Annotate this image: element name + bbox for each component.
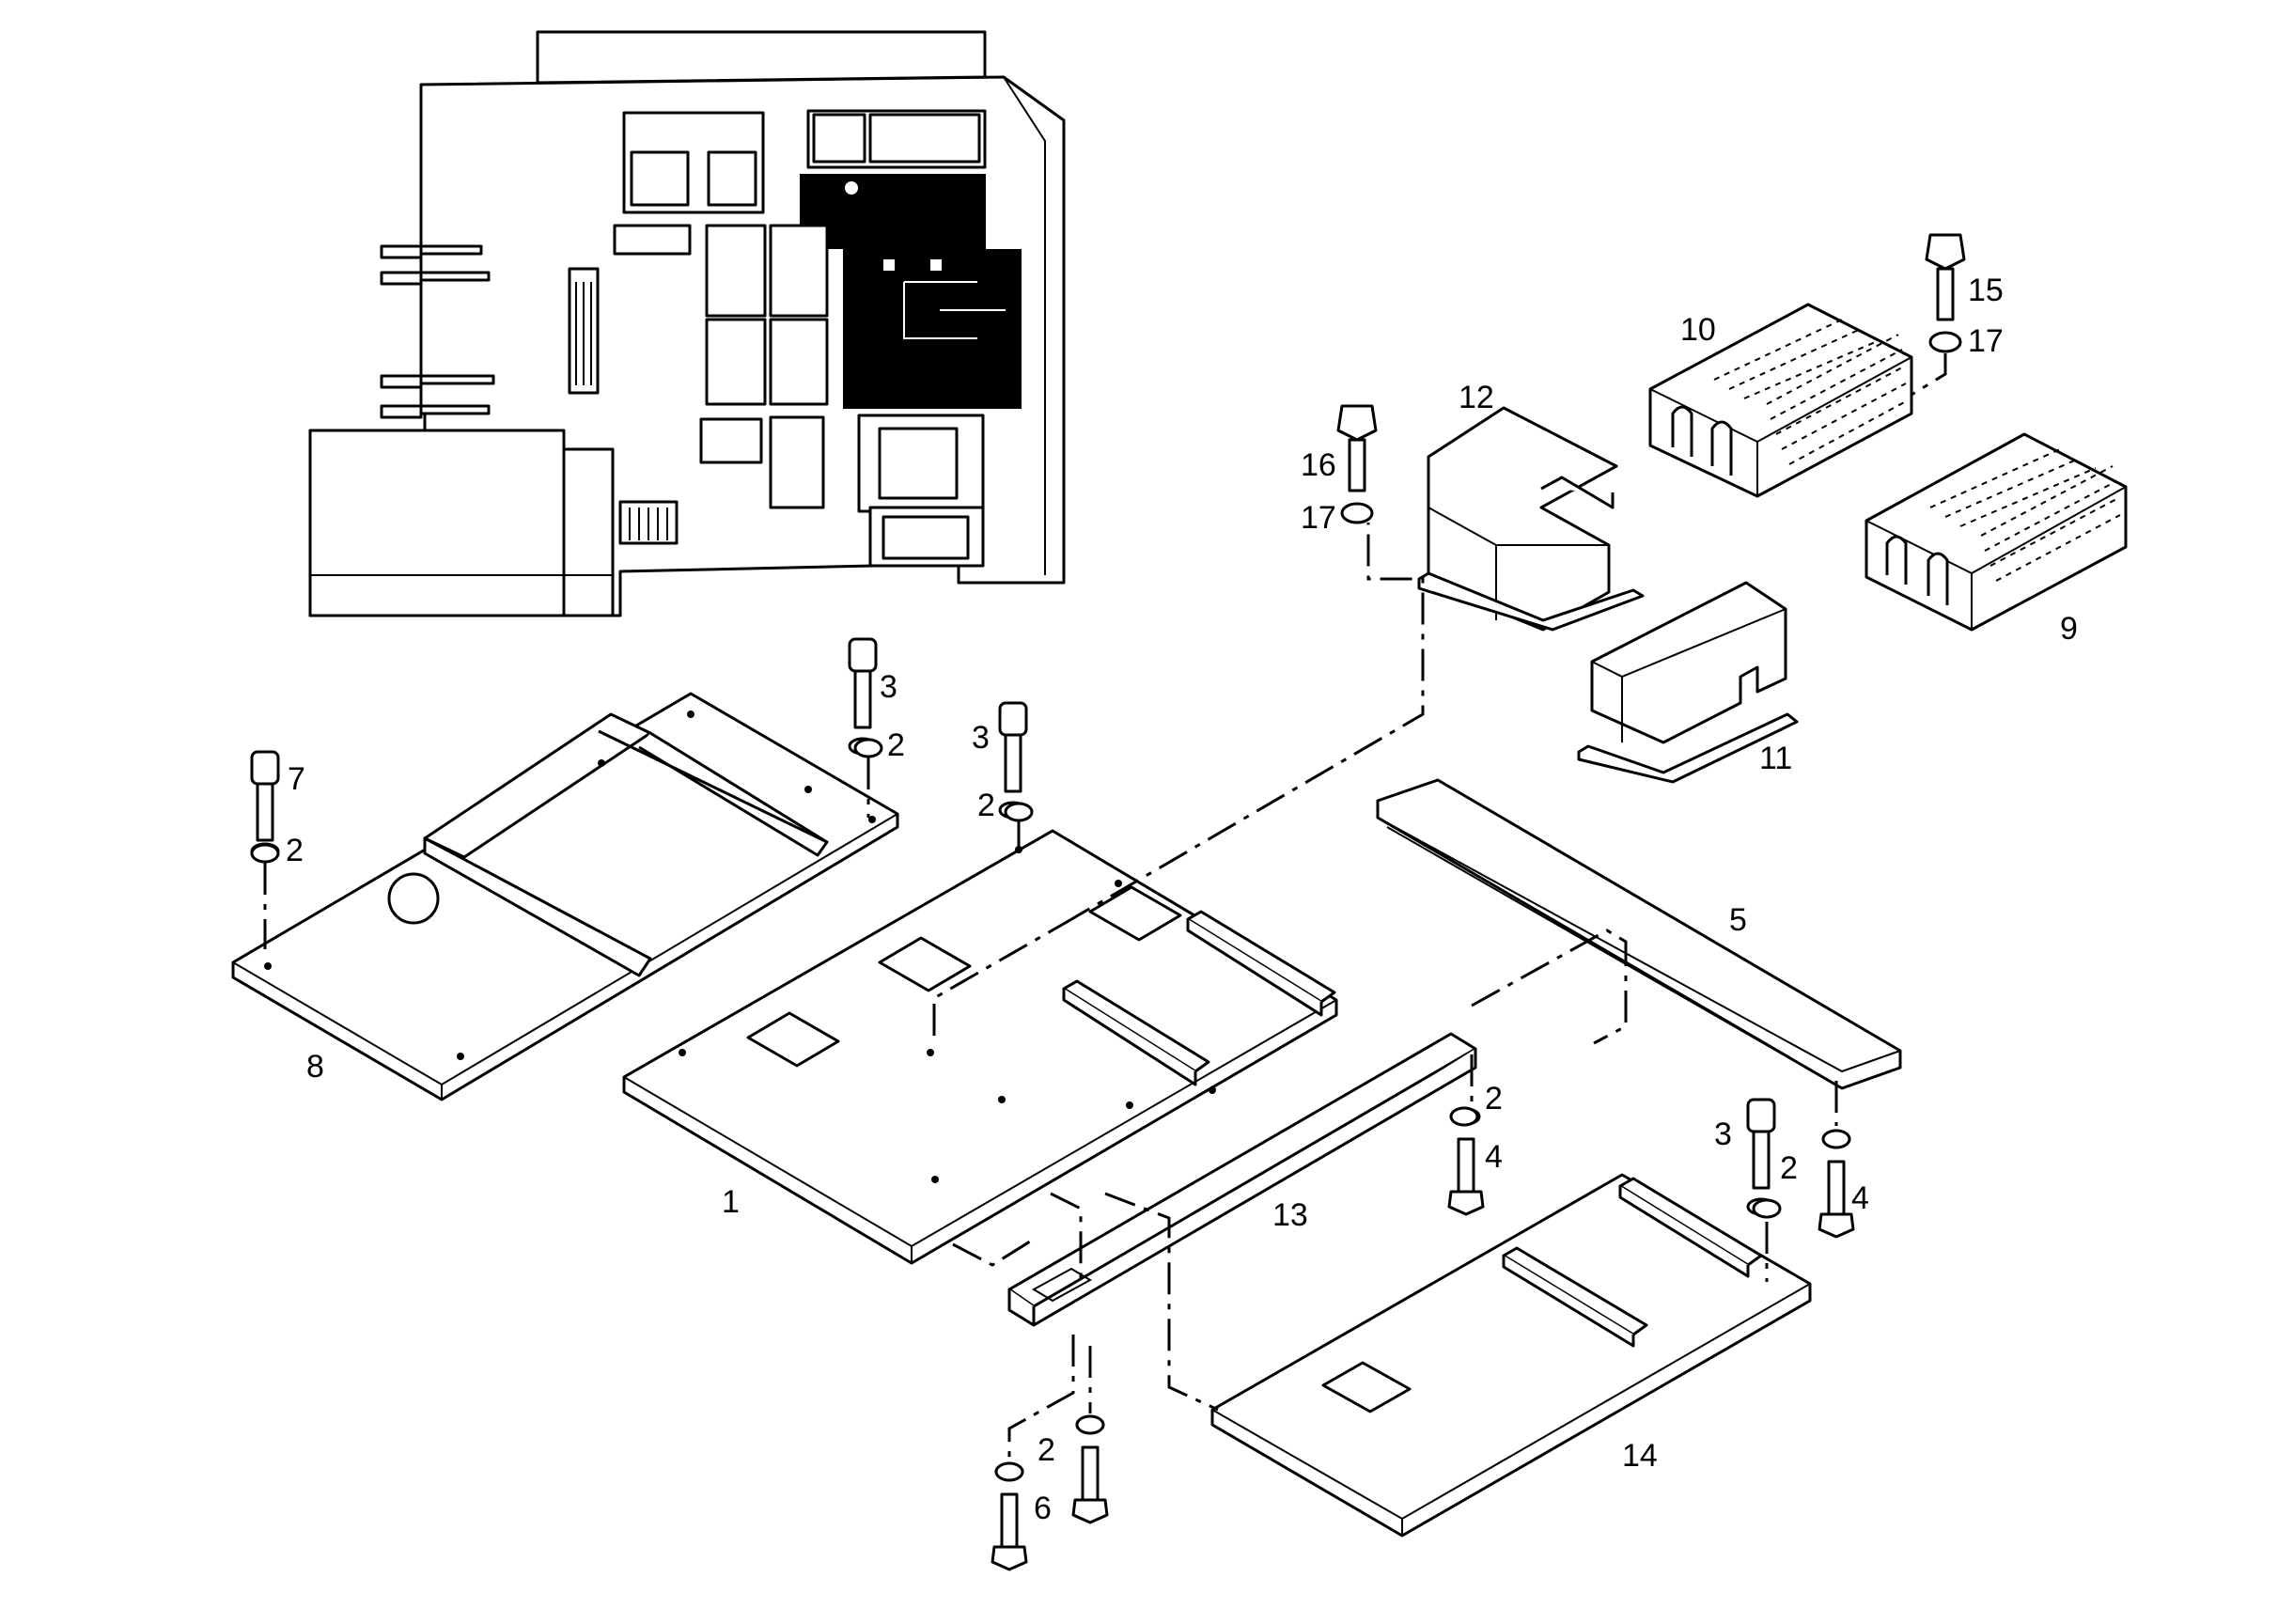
callout-3: 3 [972,720,990,756]
cutout [746,1011,840,1068]
callout-5: 5 [1729,902,1747,938]
callout-16: 16 [1301,447,1336,483]
connector-stubs [380,244,495,419]
part-12-cover [1417,406,1645,632]
callout-2: 2 [1485,1081,1503,1116]
callout-14: 14 [1622,1438,1658,1474]
callout-3: 3 [1714,1116,1732,1152]
callout-9: 9 [2060,611,2078,647]
callouts: 1 2 2 2 2 2 2 3 3 3 4 4 5 6 7 8 9 10 11 … [286,273,2078,1526]
part-13-rail [1007,1032,1477,1327]
callout-3: 3 [880,669,897,705]
callout-4: 4 [1485,1139,1503,1175]
callout-2: 2 [887,727,905,763]
callout-12: 12 [1459,380,1494,415]
part-8-plate [231,692,899,1101]
callout-4: 4 [1851,1180,1869,1216]
callout-2: 2 [286,833,304,868]
fasteners [250,233,1966,1571]
callout-6: 6 [1034,1491,1052,1526]
control-modules [613,109,1022,568]
machine-overview [308,30,1066,617]
part-5-rail [1376,778,1902,1090]
callout-8: 8 [306,1049,324,1085]
mount-holes [264,710,876,1060]
screw-7 [250,750,280,861]
screw-3-c [1746,1098,1776,1216]
vent-pattern [1713,319,1909,465]
callout-11: 11 [1759,741,1792,776]
transformer-box [308,429,679,617]
callout-2: 2 [1780,1150,1798,1186]
callout-7: 7 [288,761,305,797]
callout-2: 2 [977,788,995,823]
callout-1: 1 [722,1184,740,1220]
bolt-16 [1336,404,1378,524]
part-14-plate [1210,1173,1812,1538]
cable-hole [387,872,440,925]
callout-17: 17 [1301,500,1336,536]
part-11-cover [1577,581,1799,784]
assembly-lines [263,353,1947,1460]
screw-3-b [998,701,1028,820]
callout-2: 2 [1038,1432,1055,1468]
part-9-cover [1865,432,2128,632]
screw-3-a [848,637,878,756]
part-1-plate [622,829,1338,1265]
callout-15: 15 [1968,273,2004,308]
bolt-15 [1925,233,1966,353]
callout-10: 10 [1680,312,1716,348]
callout-13: 13 [1272,1197,1308,1233]
part-10-cover [1648,303,1913,498]
callout-17: 17 [1968,323,2004,359]
